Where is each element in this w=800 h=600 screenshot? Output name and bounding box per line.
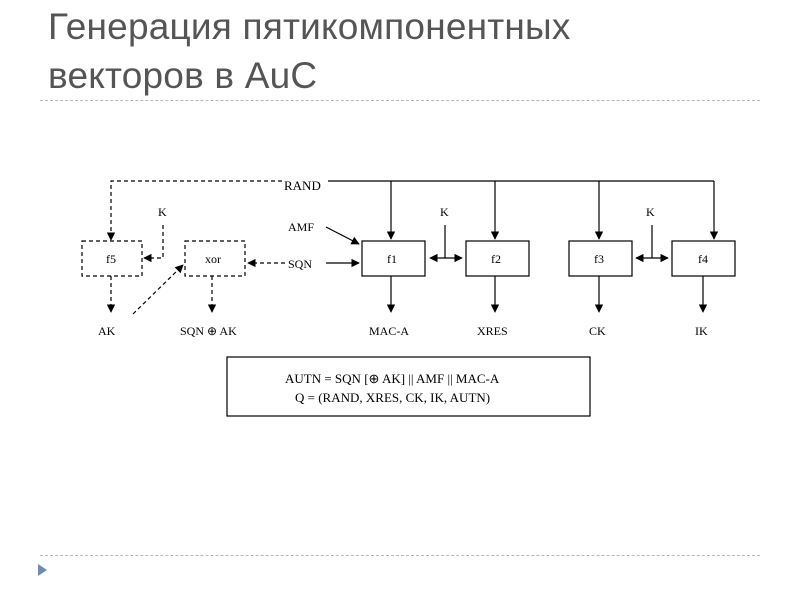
- label-f2: f2: [491, 252, 501, 266]
- box-f3: [568, 240, 633, 277]
- label-amf: AMF: [288, 220, 314, 234]
- slide-title: Генерация пятикомпонентных векторов в Au…: [48, 2, 788, 100]
- label-xor: xor: [205, 252, 221, 266]
- label-ck: CK: [589, 324, 606, 338]
- formula-quintet: Q = (RAND, XRES, CK, IK, AUTN): [295, 390, 490, 405]
- label-sqn-xor-ak: SQN ⊕ AK: [180, 324, 237, 338]
- label-f3: f3: [594, 252, 604, 266]
- top-divider: [40, 100, 760, 101]
- label-mac-a: MAC-A: [369, 324, 409, 338]
- label-ak: AK: [98, 324, 116, 338]
- label-k-f1f2: K: [440, 205, 449, 219]
- label-k-f3f4: K: [646, 205, 655, 219]
- slide-title-line-1: Генерация пятикомпонентных: [48, 6, 571, 47]
- rand-line: [106, 180, 719, 241]
- label-f5: f5: [106, 252, 116, 266]
- box-f1: [361, 240, 426, 277]
- box-f5: [81, 240, 143, 277]
- bottom-divider: [40, 555, 760, 556]
- triangle-bullet-icon: [38, 564, 47, 576]
- label-xres: XRES: [477, 324, 508, 338]
- slide-title-line-2: векторов в AuC: [48, 55, 318, 96]
- box-f4: [671, 240, 736, 277]
- label-rand: RAND: [284, 178, 321, 193]
- box-xor: [184, 240, 246, 277]
- box-f2: [465, 240, 530, 277]
- label-k-f5: K: [158, 205, 167, 219]
- label-ik: IK: [695, 324, 708, 338]
- label-f4: f4: [698, 252, 708, 266]
- formula-autn: AUTN = SQN [⊕ AK] || AMF || MAC-A: [285, 371, 500, 386]
- label-sqn: SQN: [288, 257, 312, 271]
- formula-box: [226, 356, 591, 417]
- label-f1: f1: [387, 252, 397, 266]
